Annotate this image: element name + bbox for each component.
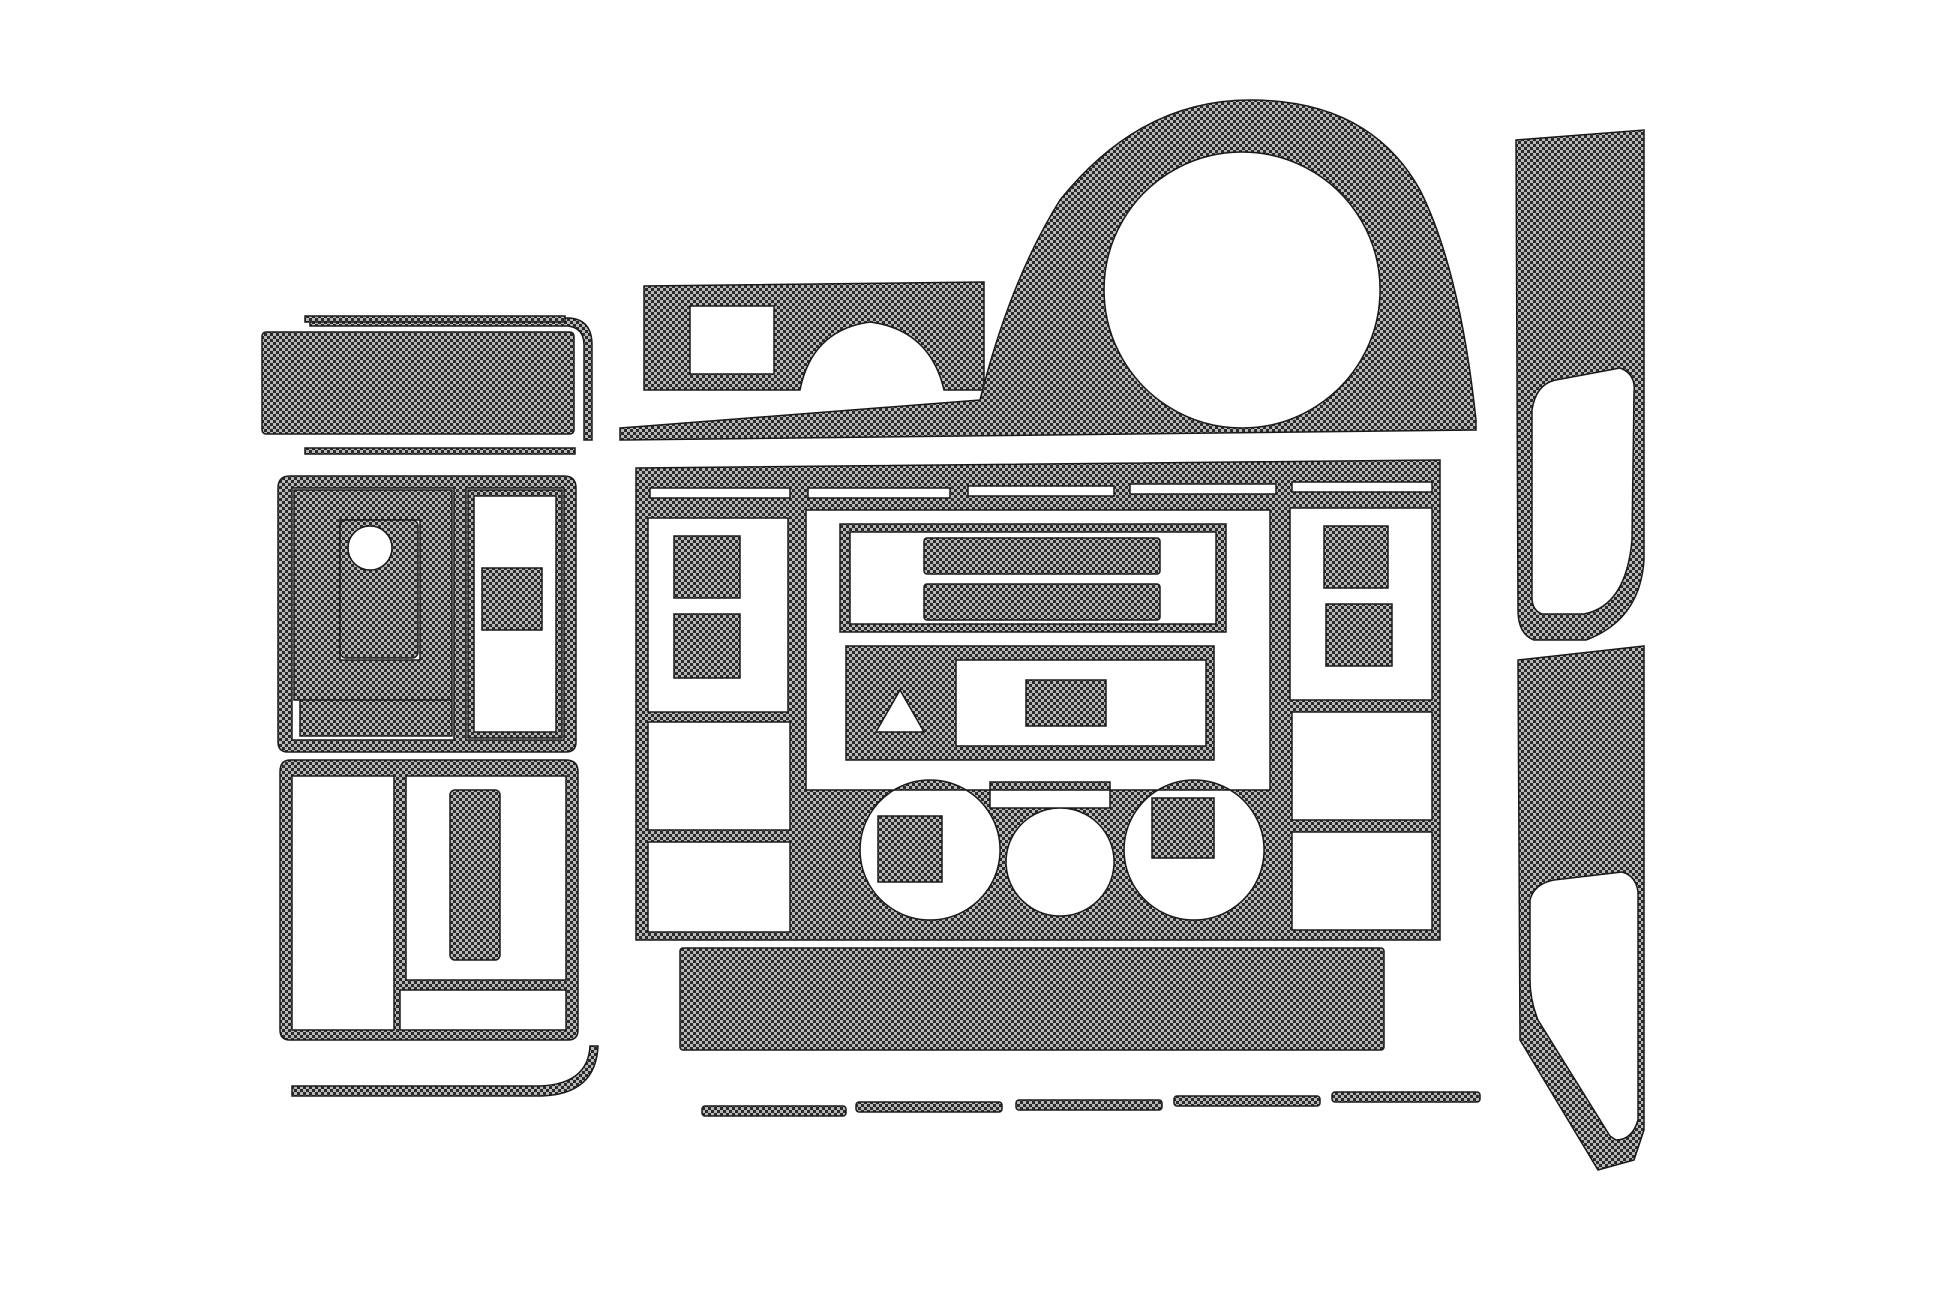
radio-frame xyxy=(839,523,1227,633)
hazard-button-inset xyxy=(1025,679,1107,727)
trim-top-center xyxy=(643,281,985,391)
switch-slot-3 xyxy=(449,789,501,961)
thin-strip-bottom-5 xyxy=(1331,1091,1481,1103)
center-console-panel xyxy=(635,459,1441,941)
thin-strip-bottom-2 xyxy=(855,1101,1003,1113)
trim-corner-lower-left xyxy=(291,1045,599,1097)
thin-strip-bottom-1 xyxy=(701,1105,847,1117)
window-switch-panel-lower xyxy=(279,759,579,1041)
knob-square-left xyxy=(877,815,943,883)
radio-slot-2 xyxy=(923,583,1161,621)
knob-square-right xyxy=(1151,797,1215,859)
window-switch-panel-upper xyxy=(277,475,577,753)
trim-thin-edge-top-left xyxy=(309,317,593,441)
door-handle-trim-upper xyxy=(1515,129,1645,641)
console-top-vents xyxy=(649,481,1433,499)
hazard-frame xyxy=(845,645,1215,761)
trim-strip-top-left xyxy=(261,331,575,435)
hazard-triangle-cutout xyxy=(874,688,926,733)
switch-frame-inner-2 xyxy=(467,489,563,739)
trim-thin-strip-left-1 xyxy=(304,315,566,323)
instrument-cluster-surround xyxy=(619,99,1477,441)
thin-strip-bottom-4 xyxy=(1173,1095,1321,1107)
console-button-right-2 xyxy=(1325,603,1393,667)
console-button-left-2 xyxy=(673,613,741,679)
radio-slot-1 xyxy=(923,537,1161,575)
thin-strip-bottom-3 xyxy=(1015,1099,1163,1111)
console-lower-strip xyxy=(679,947,1385,1051)
door-handle-trim-lower xyxy=(1517,645,1645,1171)
switch-square-2 xyxy=(481,567,543,631)
switch-hole-1 xyxy=(347,525,393,571)
console-button-left-1 xyxy=(673,535,741,599)
trim-thin-strip-left-2 xyxy=(304,447,576,455)
console-button-right-1 xyxy=(1323,525,1389,589)
